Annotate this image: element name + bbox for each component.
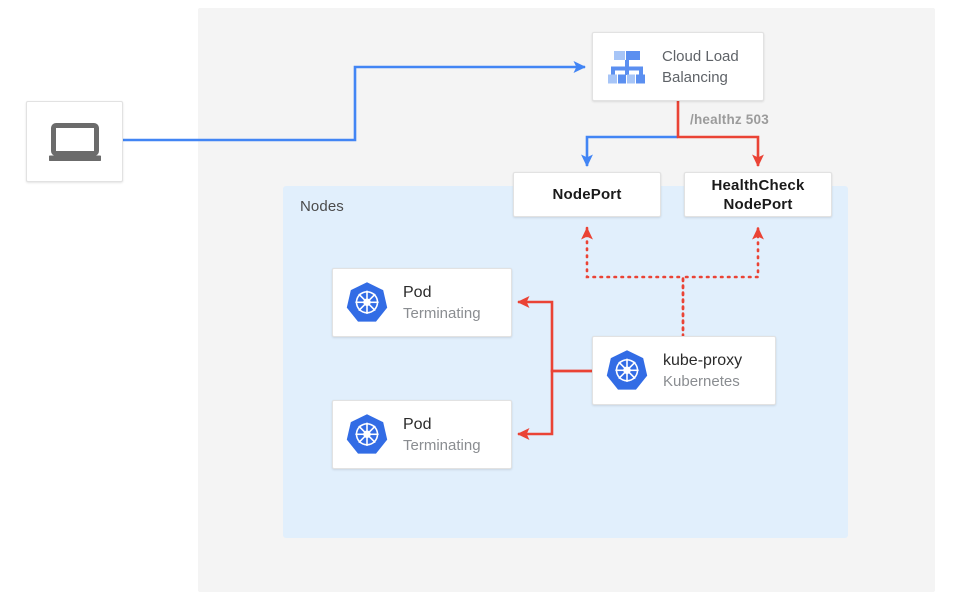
pod-1-title: Pod [403,283,432,301]
kube-proxy-title: kube-proxy [663,351,743,369]
pod-card-2[interactable]: Pod Terminating [332,400,512,469]
healthcheck-nodeport-label-line1: HealthCheck [711,176,805,194]
kube-proxy-card[interactable]: kube-proxy Kubernetes [592,336,776,405]
pod-2-title: Pod [403,415,432,433]
pod-2-text: Pod Terminating [403,414,481,456]
pod-1-subtitle: Terminating [403,304,481,322]
kubernetes-icon [346,413,388,454]
cloud-load-balancing-title-line1: Cloud Load [662,47,739,65]
nodeport-card[interactable]: NodePort [513,172,661,217]
pod-1-text: Pod Terminating [403,282,481,324]
cloud-load-balancing-card[interactable]: Cloud Load Balancing [592,32,764,101]
kube-proxy-subtitle: Kubernetes [663,372,740,390]
cloud-load-balancing-icon [608,50,645,83]
healthcheck-nodeport-label-line2: NodePort [723,195,793,213]
cloud-load-balancing-title-line2: Balancing [662,68,728,86]
nodeport-label: NodePort [552,186,622,203]
pod-card-1[interactable]: Pod Terminating [332,268,512,337]
client-laptop-card[interactable] [26,101,123,182]
kubernetes-icon [606,349,648,390]
kubernetes-icon [346,281,388,322]
pod-2-subtitle: Terminating [403,436,481,454]
healthz-status-label: /healthz 503 [690,112,769,127]
kube-proxy-text: kube-proxy Kubernetes [663,350,742,392]
nodes-panel-label: Nodes [300,198,344,215]
cloud-load-balancing-label: Cloud Load Balancing [662,46,739,88]
laptop-icon [48,122,101,161]
healthcheck-nodeport-card[interactable]: HealthCheck NodePort [684,172,832,217]
healthcheck-nodeport-label: HealthCheck NodePort [711,176,804,214]
